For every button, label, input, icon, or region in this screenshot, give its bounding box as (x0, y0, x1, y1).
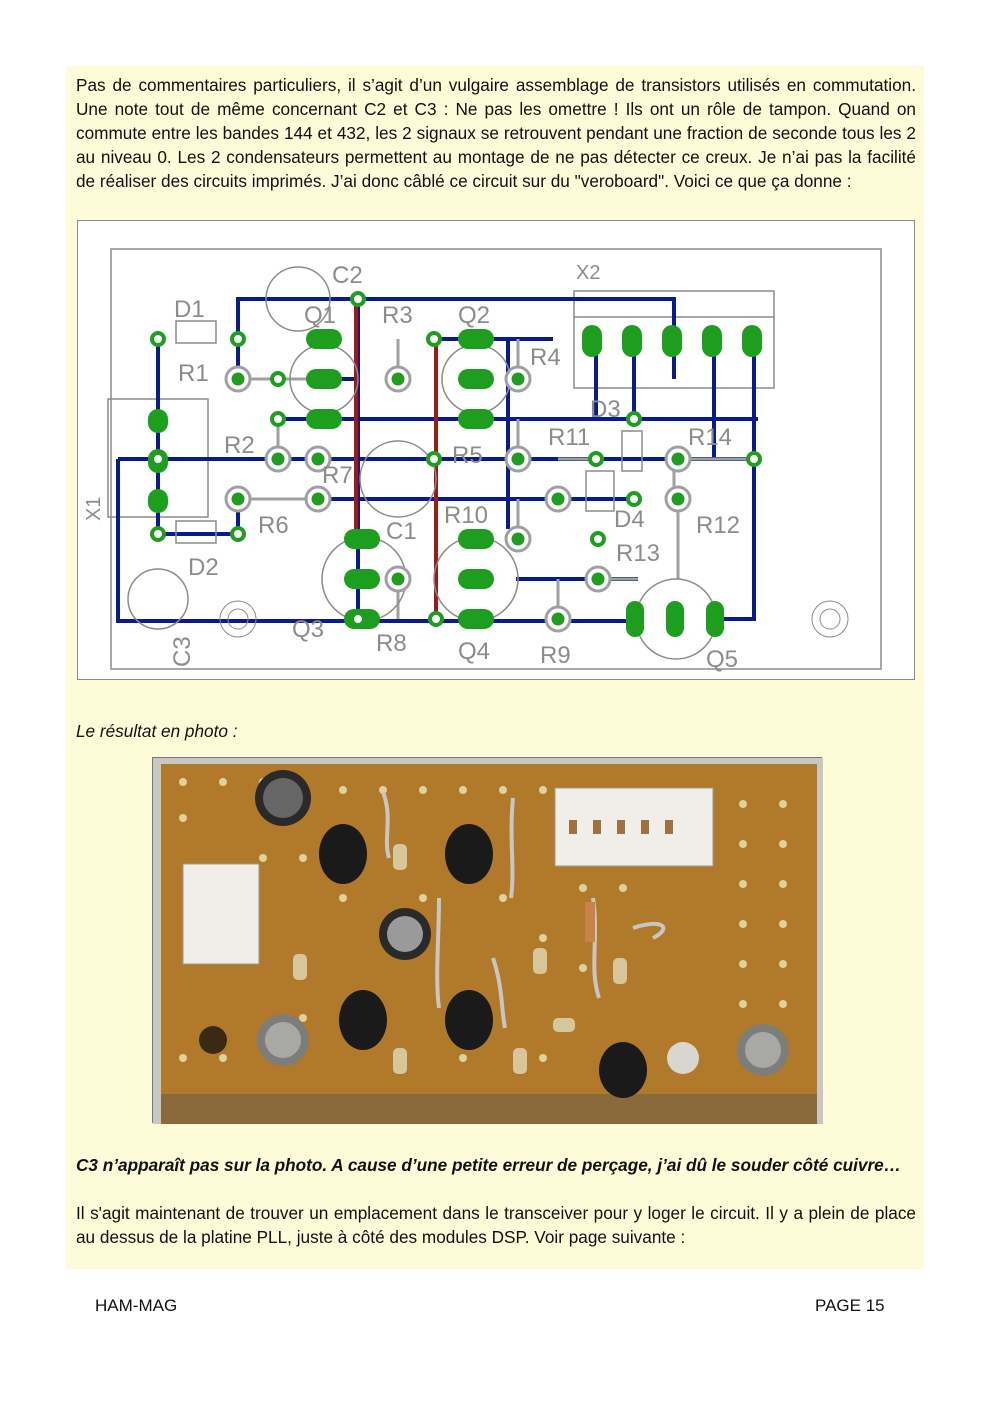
label-r5: R5 (452, 442, 483, 469)
label-q1: Q1 (304, 302, 336, 329)
veroboard-layout-diagram: C2 D1 R1 Q1 R3 Q2 R4 X2 D3 R11 R14 R2 R7… (77, 220, 915, 680)
label-q4: Q4 (458, 638, 490, 665)
label-r10: R10 (444, 502, 488, 529)
label-r3: R3 (382, 302, 413, 329)
label-r6: R6 (258, 512, 289, 539)
footer-magazine-name: HAM-MAG (95, 1296, 178, 1315)
label-r11: R11 (548, 424, 590, 451)
label-d3: D3 (590, 396, 621, 423)
label-r14: R14 (688, 424, 732, 451)
label-r9: R9 (540, 642, 571, 669)
label-c2: C2 (332, 262, 363, 289)
intro-paragraph: Pas de commentaires particuliers, il s’a… (76, 75, 916, 191)
label-d2: D2 (188, 554, 219, 581)
label-r4: R4 (530, 344, 561, 371)
photo-caption: Le résultat en photo : (76, 721, 238, 741)
label-c3: C3 (169, 636, 196, 667)
label-r13: R13 (616, 540, 660, 567)
label-r12: R12 (696, 512, 740, 539)
label-q5: Q5 (706, 646, 738, 673)
label-x1: X1 (83, 497, 105, 521)
label-r1: R1 (178, 360, 209, 387)
label-c1: C1 (386, 518, 417, 545)
photo-note: C3 n’apparaît pas sur la photo. A cause … (76, 1155, 901, 1175)
label-x2: X2 (576, 262, 600, 284)
board-photo (152, 757, 823, 1124)
label-d4: D4 (614, 506, 645, 533)
label-q2: Q2 (458, 302, 490, 329)
label-r2: R2 (224, 432, 255, 459)
label-q3: Q3 (292, 616, 324, 643)
label-d1: D1 (174, 296, 205, 323)
footer-page-number: PAGE 15 (815, 1296, 885, 1315)
label-r8: R8 (376, 630, 407, 657)
label-r7: R7 (322, 462, 353, 489)
closing-paragraph: Il s'agit maintenant de trouver un empla… (76, 1203, 916, 1247)
